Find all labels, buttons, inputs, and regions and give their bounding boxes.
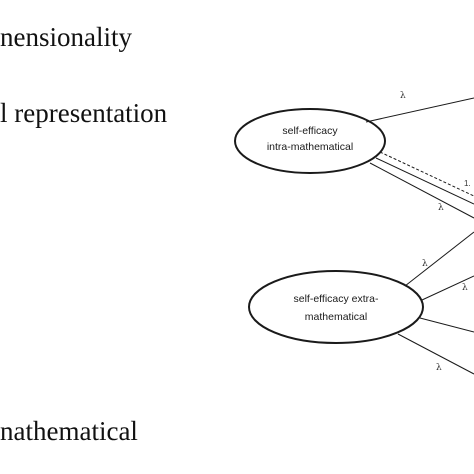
path-intra-4 [369,162,474,219]
path-extra-3 [419,317,474,333]
loading-label-extra-4: λ [436,363,442,373]
factor-extra-ellipse [248,270,424,344]
path-intra-1 [365,97,474,123]
loading-label-intra-1: λ [400,91,406,101]
heading-dimensionality-fragment: nensionality [0,22,132,52]
path-extra-1 [404,231,474,287]
heading-mathematical-fragment: nathematical [0,416,138,446]
factor-intra-label-line1: self-efficacy [282,125,338,137]
path-extra-2 [421,275,474,301]
factor-extra-label-line1: self-efficacy extra- [294,293,380,305]
path-extra-4 [397,333,474,375]
factor-intra-label-line2: intra-mathematical [267,141,353,153]
path-label-intra-2: 1. [464,179,471,188]
loading-label-extra-2: λ [462,283,468,293]
heading-representation-fragment: l representation [0,98,168,128]
factor-intra-ellipse [234,108,386,174]
loading-label-extra-1: λ [422,259,428,269]
path-intra-3 [375,157,474,205]
factor-extra-label-line2: mathematical [305,311,367,323]
loading-label-intra-3: λ [438,203,444,213]
path-intra-2 [379,151,474,197]
